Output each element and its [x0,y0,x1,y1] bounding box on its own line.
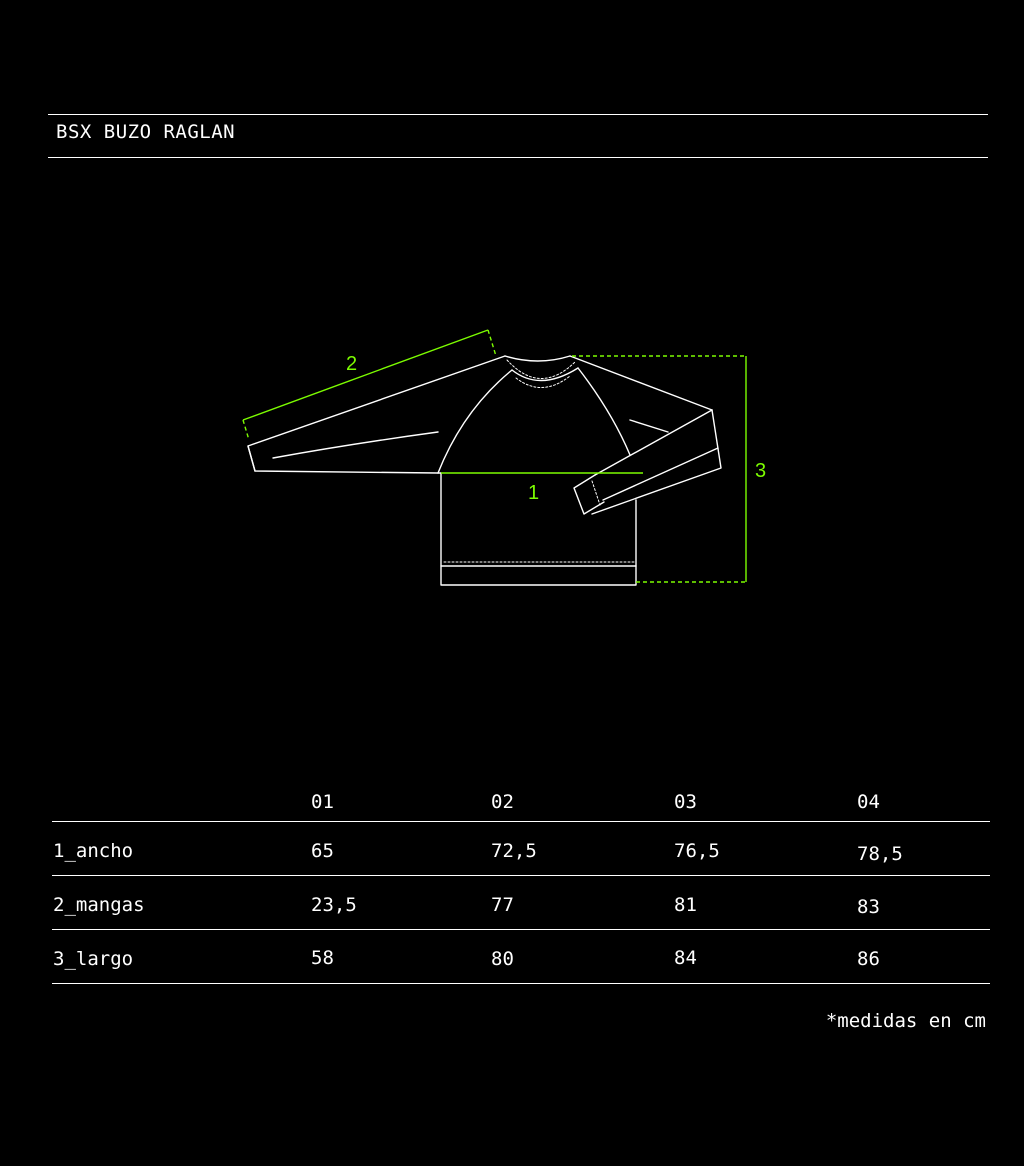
right-sleeve-inner-seam [629,419,669,433]
table-cell: 78,5 [857,843,903,865]
header-bottom-rule [48,157,988,158]
table-cell: 84 [674,947,697,969]
table-header-rule [52,821,990,822]
table-cell: 86 [857,948,880,970]
header-top-rule [48,114,988,115]
neck-outer [504,355,571,362]
label-sleeve: 2 [346,353,357,375]
garment-outline [247,355,722,586]
table-cell: 83 [857,896,880,918]
neck-rib-stitch-2 [515,375,571,388]
table-cell: 81 [674,894,697,916]
column-header-02: 02 [491,791,514,813]
left-raglan-seam [437,369,513,474]
table-cell: 65 [311,840,334,862]
right-cuff [573,474,605,515]
measure-sleeve-tick-right [487,329,497,357]
label-width: 1 [528,482,539,504]
table-cell: 23,5 [311,894,357,916]
table-row-rule [52,875,990,876]
row-label-largo: 3_largo [53,948,134,970]
table-row-rule [52,929,990,930]
measure-sleeve-line [242,329,489,421]
page-title: BSX BUZO RAGLAN [56,121,236,143]
left-sleeve-fold [272,431,439,459]
body-outline [437,472,637,586]
units-note: *medidas en cm [825,1010,986,1032]
right-sleeve-fold [602,447,719,501]
neck-rib-stitch [506,359,576,379]
table-cell: 72,5 [491,840,537,862]
table-bottom-rule [52,983,990,984]
table-cell: 58 [311,947,334,969]
left-sleeve-cuff-line [247,445,256,472]
right-sleeve-upper [594,409,713,476]
column-header-01: 01 [311,791,334,813]
label-length: 3 [755,460,766,482]
table-cell: 77 [491,894,514,916]
column-header-03: 03 [674,791,697,813]
right-raglan-seam [577,367,631,456]
right-cuff-stitch [591,480,601,506]
right-shoulder [569,355,713,411]
row-label-ancho: 1_ancho [53,840,134,862]
row-label-mangas: 2_mangas [53,894,145,916]
column-header-04: 04 [857,791,880,813]
neck-inner [511,367,579,382]
measurement-lines [242,329,747,583]
table-cell: 80 [491,948,514,970]
garment-diagram: 1 2 3 [242,329,766,586]
table-cell: 76,5 [674,840,720,862]
right-sleeve-outer [591,409,722,515]
measure-sleeve-tick-left [242,419,250,441]
